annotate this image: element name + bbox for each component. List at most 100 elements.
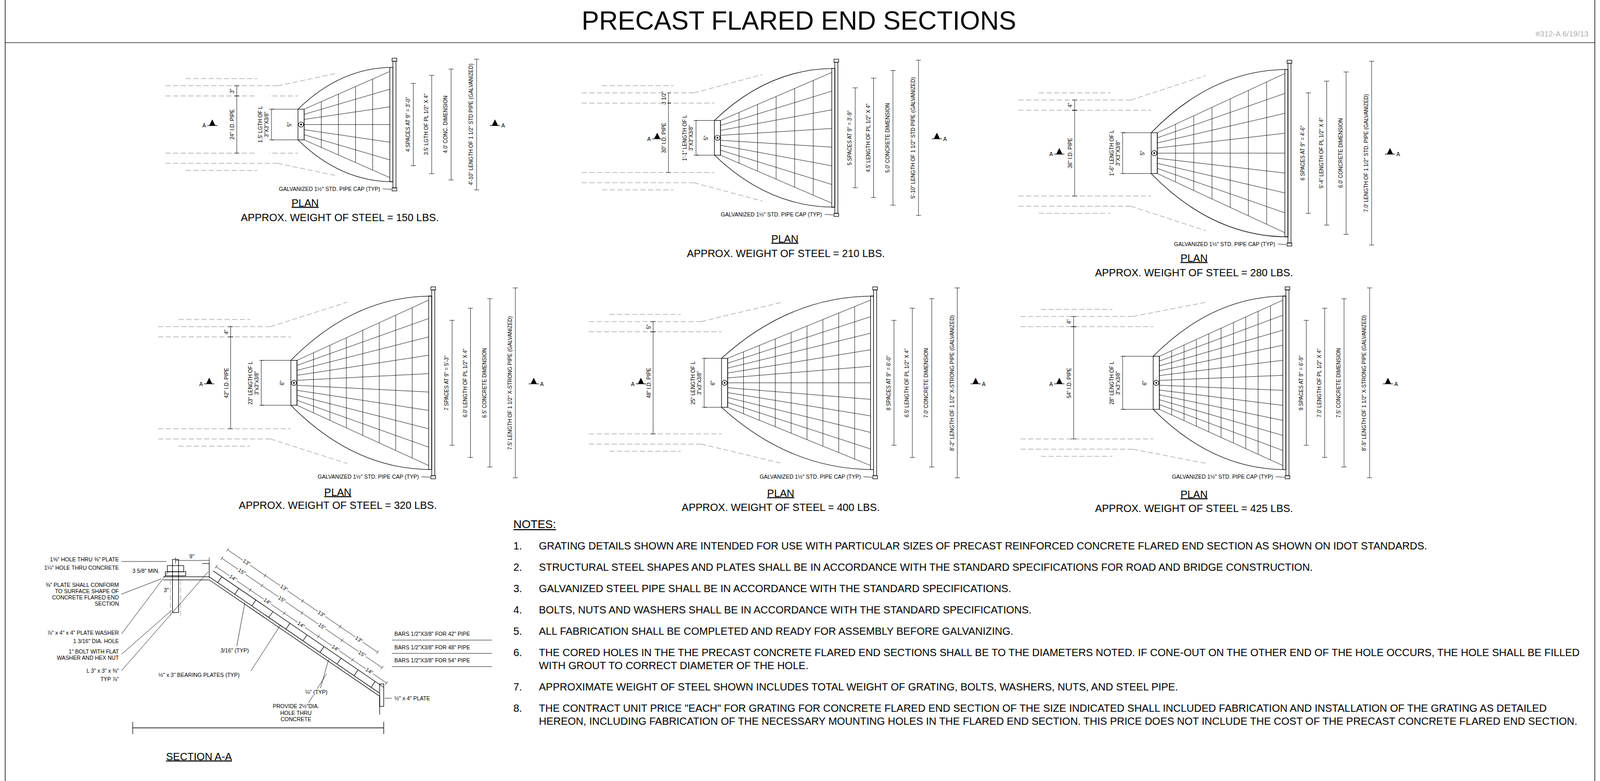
bearing-plate <box>251 599 256 606</box>
note-row: 3.GALVANIZED STEEL PIPE SHALL BE IN ACCO… <box>513 582 1585 596</box>
dimension-tick <box>228 326 234 327</box>
dimension-tick <box>650 321 656 322</box>
hole-outline <box>170 579 171 619</box>
end-plate <box>831 68 835 208</box>
grating-bar <box>743 351 744 414</box>
dimension-tick <box>1324 80 1330 82</box>
dimension-line <box>1308 92 1309 214</box>
callout-label: GALVANIZED 1½" STD. PIPE CAP (TYP) <box>720 211 823 218</box>
dimension-line <box>652 321 654 332</box>
dimension-tick <box>351 657 354 662</box>
dimension-line <box>450 69 452 180</box>
callout-label: GALVANIZED 1½" STD. PIPE CAP (TYP) <box>1171 473 1274 480</box>
bearing-plate <box>370 681 376 688</box>
dimension-label: 42" I.D. PIPE <box>223 366 230 399</box>
dimension-line <box>703 358 705 408</box>
dimension-tick <box>263 573 266 577</box>
callout-label: ⅜" PLATE SHALL CONFORM TO SURFACE SHAPE … <box>40 581 120 607</box>
grating-bar <box>806 326 808 440</box>
dimension-label: 4'-10" LENGTH OF 1 1/2" STD PIPE (GALVAN… <box>468 63 475 187</box>
callout-label: BARS 1/2"X3/8" FOR 48" PIPE <box>393 643 471 651</box>
dimension-tick <box>665 172 672 173</box>
pipe-cap <box>833 213 839 217</box>
dimension-line <box>918 60 919 216</box>
grating-bar <box>372 79 373 171</box>
dimension-tick <box>282 611 286 615</box>
bolt <box>300 123 303 126</box>
angle-section <box>298 109 305 140</box>
dimension-tick <box>376 650 379 654</box>
dimension-tick <box>650 331 656 332</box>
flare-wall <box>1130 75 1206 100</box>
grating-bar <box>304 71 391 110</box>
dimension-tick <box>301 599 304 603</box>
pipe-outline <box>581 172 715 173</box>
section-arrow <box>1056 377 1063 384</box>
dimension-tick <box>1071 326 1077 327</box>
dimension-line <box>175 560 210 561</box>
dimension-line <box>227 549 378 653</box>
dimension-label: 5'-10" LENGTH OF 1 1/2" STD PIPE (GALVAN… <box>910 76 917 200</box>
dimension-tick <box>1305 92 1311 94</box>
dimension-tick <box>1072 109 1078 111</box>
grating-bar <box>776 96 777 179</box>
grating-bar <box>1193 115 1194 191</box>
grating-bar <box>1157 168 1285 213</box>
pipe-outline <box>158 428 291 430</box>
pipe-cap <box>1285 475 1290 479</box>
section-mark: A <box>630 380 636 387</box>
flare-wall <box>270 302 348 327</box>
extension-line <box>271 108 299 110</box>
dimension-label: 9 SPACES AT 9" = 6'-9" <box>1298 354 1305 411</box>
section-mark: A <box>981 380 987 387</box>
note-text: APPROXIMATE WEIGHT OF STEEL SHOWN INCLUD… <box>538 680 1585 694</box>
plan-view <box>581 59 943 217</box>
dimension-line <box>1345 71 1347 235</box>
flare-wall <box>701 302 783 322</box>
pipe-outline <box>158 336 291 338</box>
pipe-wall <box>1040 308 1113 310</box>
bolt-hole <box>298 121 304 127</box>
dimension-tick <box>1072 99 1078 101</box>
extension-line <box>1122 173 1152 174</box>
pipe-outline <box>165 95 299 97</box>
dimension-tick <box>228 336 234 338</box>
grating-bar <box>304 124 391 125</box>
pipe-wall <box>1018 205 1131 207</box>
section-mark: A <box>1048 380 1054 387</box>
pipe-cap <box>1286 242 1292 247</box>
dimension-tick <box>234 95 240 97</box>
dimension-label: 15" <box>356 648 368 659</box>
dimension-line <box>1371 61 1372 245</box>
dimension-line <box>695 120 697 156</box>
dimension-label: 6 SPACES AT 9" = 4'-6" <box>1300 125 1307 182</box>
dimension-line <box>912 307 913 458</box>
extension-line <box>1122 408 1154 410</box>
dimension-line <box>1074 99 1075 111</box>
bolt <box>292 381 295 384</box>
view-title: PLAN <box>323 485 352 498</box>
pipe-wall <box>581 182 694 184</box>
section-mark: A <box>1395 150 1401 158</box>
dimension-tick <box>340 638 343 642</box>
dimension-tick <box>1343 234 1349 235</box>
view-title: PLAN <box>1179 487 1208 500</box>
flared-end-outline <box>290 405 432 470</box>
frame-line <box>1594 0 1595 781</box>
dimension-tick <box>468 307 474 309</box>
dimension-label: 3 5/8" MIN. <box>131 567 160 574</box>
bolt <box>1153 152 1156 155</box>
grating-bar <box>1157 158 1285 173</box>
angle-section <box>201 563 210 578</box>
dimension-label: 4.0' CONC. DIMENSION <box>443 95 450 154</box>
grating-bar <box>757 104 758 172</box>
callout-label: ½" x 3" BEARING PLATES (TYP) <box>158 671 241 678</box>
callout-label: BARS 1/2"X3/8" FOR 42" PIPE <box>393 630 471 637</box>
concrete-base <box>132 727 384 728</box>
extension-line <box>1122 355 1154 357</box>
galvanized-pipe <box>873 289 877 476</box>
section-arrow <box>1384 377 1391 384</box>
end-plate <box>1282 295 1286 470</box>
dimension-label: 13" <box>241 557 252 568</box>
dimension-label: 6.0' LENGTH OF PL 1/2" X 4" <box>462 347 469 418</box>
